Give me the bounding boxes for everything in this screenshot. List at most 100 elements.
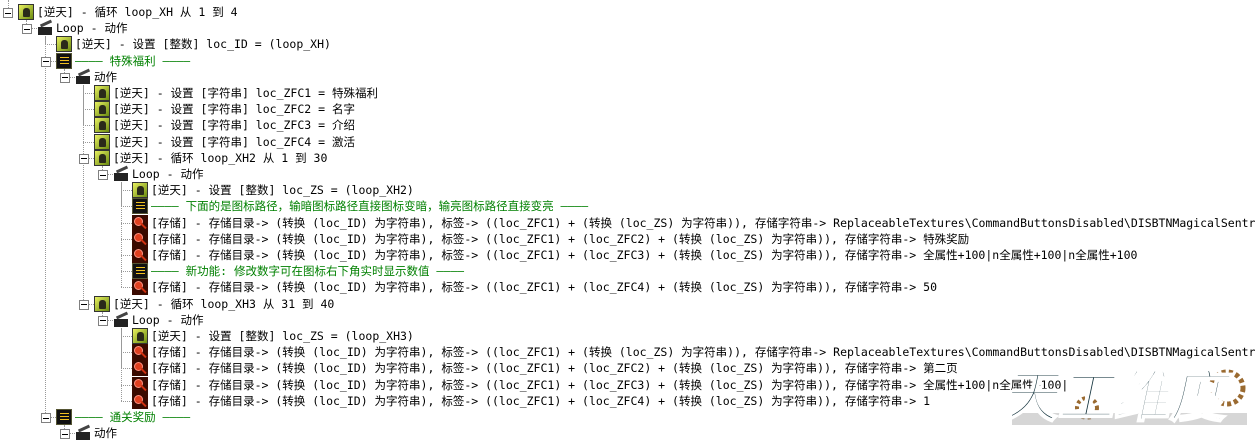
tree-connector xyxy=(121,238,132,240)
tree-connector xyxy=(121,352,132,354)
tree-node[interactable]: ———— 特殊福利 ———— xyxy=(56,52,191,69)
tree-connector xyxy=(102,165,103,174)
tree-connector xyxy=(121,255,132,256)
tree-node[interactable]: [逆天] - 设置 [字符串] loc_ZFC3 = 介绍 xyxy=(94,117,355,134)
tree-node-label: Loop - 动作 xyxy=(132,312,204,327)
tree-connector xyxy=(121,400,132,402)
tree-connector xyxy=(121,182,122,191)
tree-connector xyxy=(102,311,103,320)
tree-node-label: 动作 xyxy=(94,69,117,84)
collapse-toggle[interactable] xyxy=(41,413,51,423)
tree-connector xyxy=(83,125,94,127)
tree-connector xyxy=(64,68,65,77)
tree-connector xyxy=(83,93,94,94)
comment-icon xyxy=(56,52,72,69)
trigger-action-icon xyxy=(94,117,110,134)
clapper-icon xyxy=(75,69,91,85)
tree-node-label: [逆天] - 设置 [整数] loc_ID = (loop_XH) xyxy=(75,37,331,52)
collapse-toggle[interactable] xyxy=(41,56,51,67)
tree-node[interactable]: 动作 xyxy=(75,69,117,85)
tree-node[interactable]: ———— 下面的是图标路径，输暗图标路径直接图标变暗，输亮图标路径直接变亮 ——… xyxy=(132,198,589,215)
tree-node[interactable]: [逆天] - 循环 loop_XH 从 1 到 4 xyxy=(18,4,238,20)
tree-node[interactable]: [逆天] - 设置 [整数] loc_ID = (loop_XH) xyxy=(56,36,331,53)
tree-node[interactable]: [存储] - 存储目录-> (转换 (loc_ID) 为字符串), 标签-> (… xyxy=(132,392,931,409)
tree-node[interactable]: [逆天] - 循环 loop_XH3 从 31 到 40 xyxy=(94,295,335,312)
collapse-toggle[interactable] xyxy=(98,315,108,326)
tree-node-label: ———— 特殊福利 ———— xyxy=(75,53,191,68)
trigger-action-icon xyxy=(94,101,110,118)
trigger-action-icon xyxy=(56,36,72,53)
tree-connector xyxy=(121,206,132,208)
watermark-logo: 天工维度 xyxy=(998,358,1252,431)
tree-node[interactable]: [逆天] - 循环 loop_XH2 从 1 到 30 xyxy=(94,149,328,166)
store-icon xyxy=(132,214,148,231)
tree-node-label: [存储] - 存储目录-> (转换 (loc_ID) 为字符串), 标签-> (… xyxy=(151,393,931,408)
tree-node[interactable]: [存储] - 存储目录-> (转换 (loc_ID) 为字符串), 标签-> (… xyxy=(132,344,1255,361)
tree-connector xyxy=(121,327,122,336)
tree-node-label: [逆天] - 设置 [字符串] loc_ZFC2 = 名字 xyxy=(113,102,355,117)
tree-node-label: 动作 xyxy=(94,426,117,441)
tree-node-label: [存储] - 存储目录-> (转换 (loc_ID) 为字符串), 标签-> (… xyxy=(151,280,937,295)
tree-node[interactable]: [存储] - 存储目录-> (转换 (loc_ID) 为字符串), 标签-> (… xyxy=(132,230,970,247)
tree-connector xyxy=(45,44,56,46)
tree-node-label: [逆天] - 设置 [整数] loc_ZS = (loop_XH3) xyxy=(151,329,414,343)
collapse-toggle[interactable] xyxy=(79,299,89,310)
store-icon xyxy=(132,376,148,393)
tree-node[interactable]: Loop - 动作 xyxy=(37,20,127,36)
collapse-toggle[interactable] xyxy=(60,72,70,83)
tree-node-label: [存储] - 存储目录-> (转换 (loc_ID) 为字符串), 标签-> (… xyxy=(151,345,1255,360)
tree-node[interactable]: [逆天] - 设置 [字符串] loc_ZFC1 = 特殊福利 xyxy=(94,85,378,101)
store-icon xyxy=(132,230,148,247)
store-icon xyxy=(132,392,148,409)
tree-node[interactable]: [逆天] - 设置 [字符串] loc_ZFC2 = 名字 xyxy=(94,101,355,118)
store-icon xyxy=(132,344,148,361)
tree-connector xyxy=(121,287,132,289)
tree-node[interactable]: [逆天] - 设置 [整数] loc_ZS = (loop_XH2) xyxy=(132,182,414,199)
tree-node[interactable]: Loop - 动作 xyxy=(113,312,203,328)
tree-node-label: [存储] - 存储目录-> (转换 (loc_ID) 为字符串), 标签-> (… xyxy=(151,215,1255,230)
tree-node[interactable]: [逆天] - 设置 [字符串] loc_ZFC4 = 激活 xyxy=(94,133,355,150)
tree-node[interactable]: [存储] - 存储目录-> (转换 (loc_ID) 为字符串), 标签-> (… xyxy=(132,360,958,377)
trigger-action-icon xyxy=(132,328,148,344)
tree-node-label: Loop - 动作 xyxy=(56,21,128,36)
tree-node-label: [存储] - 存储目录-> (转换 (loc_ID) 为字符串), 标签-> (… xyxy=(151,231,970,246)
store-icon xyxy=(132,279,148,296)
tree-node-label: ———— 通关奖励 ———— xyxy=(75,410,191,424)
tree-node-label: [逆天] - 设置 [字符串] loc_ZFC4 = 激活 xyxy=(113,134,355,149)
tree-node[interactable]: 动作 xyxy=(75,425,117,441)
tree-connector xyxy=(64,425,65,434)
trigger-action-icon xyxy=(132,182,148,199)
tree-node-label: Loop - 动作 xyxy=(132,167,204,181)
collapse-toggle[interactable] xyxy=(79,153,89,164)
tree-node-label: [逆天] - 设置 [整数] loc_ZS = (loop_XH2) xyxy=(151,183,414,198)
tree-connector xyxy=(121,368,132,370)
tree-connector xyxy=(121,190,132,192)
tree-node[interactable]: Loop - 动作 xyxy=(113,166,203,182)
trigger-action-icon xyxy=(94,149,110,166)
tree-node[interactable]: ———— 新功能: 修改数字可在图标右下角实时显示数值 ———— xyxy=(132,263,465,280)
tree-node[interactable]: [存储] - 存储目录-> (转换 (loc_ID) 为字符串), 标签-> (… xyxy=(132,247,1137,263)
tree-node-label: [逆天] - 循环 loop_XH2 从 1 到 30 xyxy=(113,150,328,165)
svg-text:天工维度: 天工维度 xyxy=(1012,365,1237,428)
tree-node[interactable]: ———— 通关奖励 ———— xyxy=(56,409,190,425)
tree-node-label: [存储] - 存储目录-> (转换 (loc_ID) 为字符串), 标签-> (… xyxy=(151,248,1138,262)
tree-node-label: [存储] - 存储目录-> (转换 (loc_ID) 为字符串), 标签-> (… xyxy=(151,361,958,376)
tree-connector xyxy=(83,84,84,93)
tree-node-label: [存储] - 存储目录-> (转换 (loc_ID) 为字符串), 标签-> (… xyxy=(151,377,1069,392)
tree-node[interactable]: [逆天] - 设置 [整数] loc_ZS = (loop_XH3) xyxy=(132,328,414,344)
trigger-action-icon xyxy=(94,133,110,150)
tree-node-label: ———— 新功能: 修改数字可在图标右下角实时显示数值 ———— xyxy=(151,264,465,279)
tree-node-label: ———— 下面的是图标路径，输暗图标路径直接图标变暗，输亮图标路径直接变亮 ——… xyxy=(151,199,589,214)
tree-node[interactable]: [存储] - 存储目录-> (转换 (loc_ID) 为字符串), 标签-> (… xyxy=(132,279,937,296)
tree-connector xyxy=(121,336,132,337)
tree-connector xyxy=(83,84,84,110)
tree-node[interactable]: [存储] - 存储目录-> (转换 (loc_ID) 为字符串), 标签-> (… xyxy=(132,376,1069,393)
tree-node[interactable]: [存储] - 存储目录-> (转换 (loc_ID) 为字符串), 标签-> (… xyxy=(132,214,1255,231)
tree-node-label: [逆天] - 循环 loop_XH 从 1 到 4 xyxy=(37,5,238,19)
collapse-toggle[interactable] xyxy=(22,24,32,35)
collapse-toggle[interactable] xyxy=(98,170,108,180)
collapse-toggle[interactable] xyxy=(60,429,70,440)
collapse-toggle[interactable] xyxy=(3,8,13,18)
tree-node-label: [逆天] - 循环 loop_XH3 从 31 到 40 xyxy=(113,296,335,311)
tree-connector xyxy=(121,384,132,386)
